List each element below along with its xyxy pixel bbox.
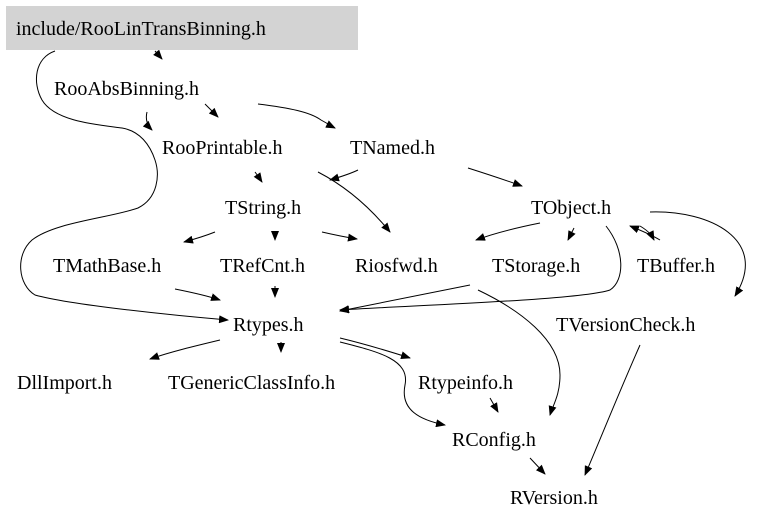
node-dllimport[interactable]: DllImport.h xyxy=(17,372,112,394)
node-rooabsbinning[interactable]: RooAbsBinning.h xyxy=(54,78,200,100)
edge-tnamed-tobject xyxy=(467,167,523,187)
node-include-roolintransbinning[interactable]: include/RooLinTransBinning.h xyxy=(16,18,266,40)
root-node-box xyxy=(6,6,358,50)
node-riosfwd[interactable]: Riosfwd.h xyxy=(355,255,438,277)
edge-rab-rp xyxy=(204,103,219,118)
edge-tstorage-rtypes xyxy=(339,284,471,314)
edge-tbuffer-tobject xyxy=(629,225,661,241)
node-tbuffer[interactable]: TBuffer.h xyxy=(637,255,715,277)
edge-rtypes-rtypeinfo xyxy=(339,337,411,360)
node-tstring[interactable]: TString.h xyxy=(225,197,302,219)
edge-rp-riosfwd xyxy=(317,171,391,233)
node-tobject[interactable]: TObject.h xyxy=(531,197,612,219)
edge-tmath-rtypes xyxy=(174,288,221,301)
node-rconfig[interactable]: RConfig.h xyxy=(452,429,536,451)
edge-root-rtypes xyxy=(20,50,229,324)
node-tstorage[interactable]: TStorage.h xyxy=(492,255,581,277)
edge-tobject-tbuffer xyxy=(639,225,655,241)
edge-tobject-rtypes xyxy=(339,225,622,314)
edge-rab-tnamed xyxy=(257,103,336,129)
edge-tobject-tstorage xyxy=(567,227,576,241)
node-rversion[interactable]: RVersion.h xyxy=(510,487,598,509)
edge-tversion-rversion xyxy=(584,344,641,476)
edge-rconfig-rversion xyxy=(529,457,546,475)
edge-tstring-tmath xyxy=(183,231,216,244)
edge-tobject-riosfwd xyxy=(475,222,541,241)
edge-root-rab xyxy=(153,49,163,60)
edge-tstorage-rconfig xyxy=(477,289,561,416)
node-rtypes[interactable]: Rtypes.h xyxy=(233,314,304,336)
node-tversioncheck[interactable]: TVersionCheck.h xyxy=(556,314,696,336)
edge-rp-tstring xyxy=(253,171,263,183)
edge-rtypes-dllimport xyxy=(149,339,221,360)
node-tnamed[interactable]: TNamed.h xyxy=(350,137,435,159)
edge-rab-rtypes xyxy=(142,111,153,131)
edge-tstring-riosfwd xyxy=(321,231,358,242)
edge-rtypeinfo-rconfig xyxy=(489,397,499,413)
node-rtypeinfo[interactable]: Rtypeinfo.h xyxy=(418,372,513,394)
edge-tobject-tversion xyxy=(649,211,746,297)
edge-rtypes-rconfig xyxy=(339,341,446,428)
edge-tnamed-tstring xyxy=(329,169,359,182)
node-tgenericclassinfo[interactable]: TGenericClassInfo.h xyxy=(168,372,336,394)
node-rooprintable[interactable]: RooPrintable.h xyxy=(162,137,283,159)
node-tmathbase[interactable]: TMathBase.h xyxy=(53,255,162,277)
node-trefcnt[interactable]: TRefCnt.h xyxy=(220,255,305,277)
